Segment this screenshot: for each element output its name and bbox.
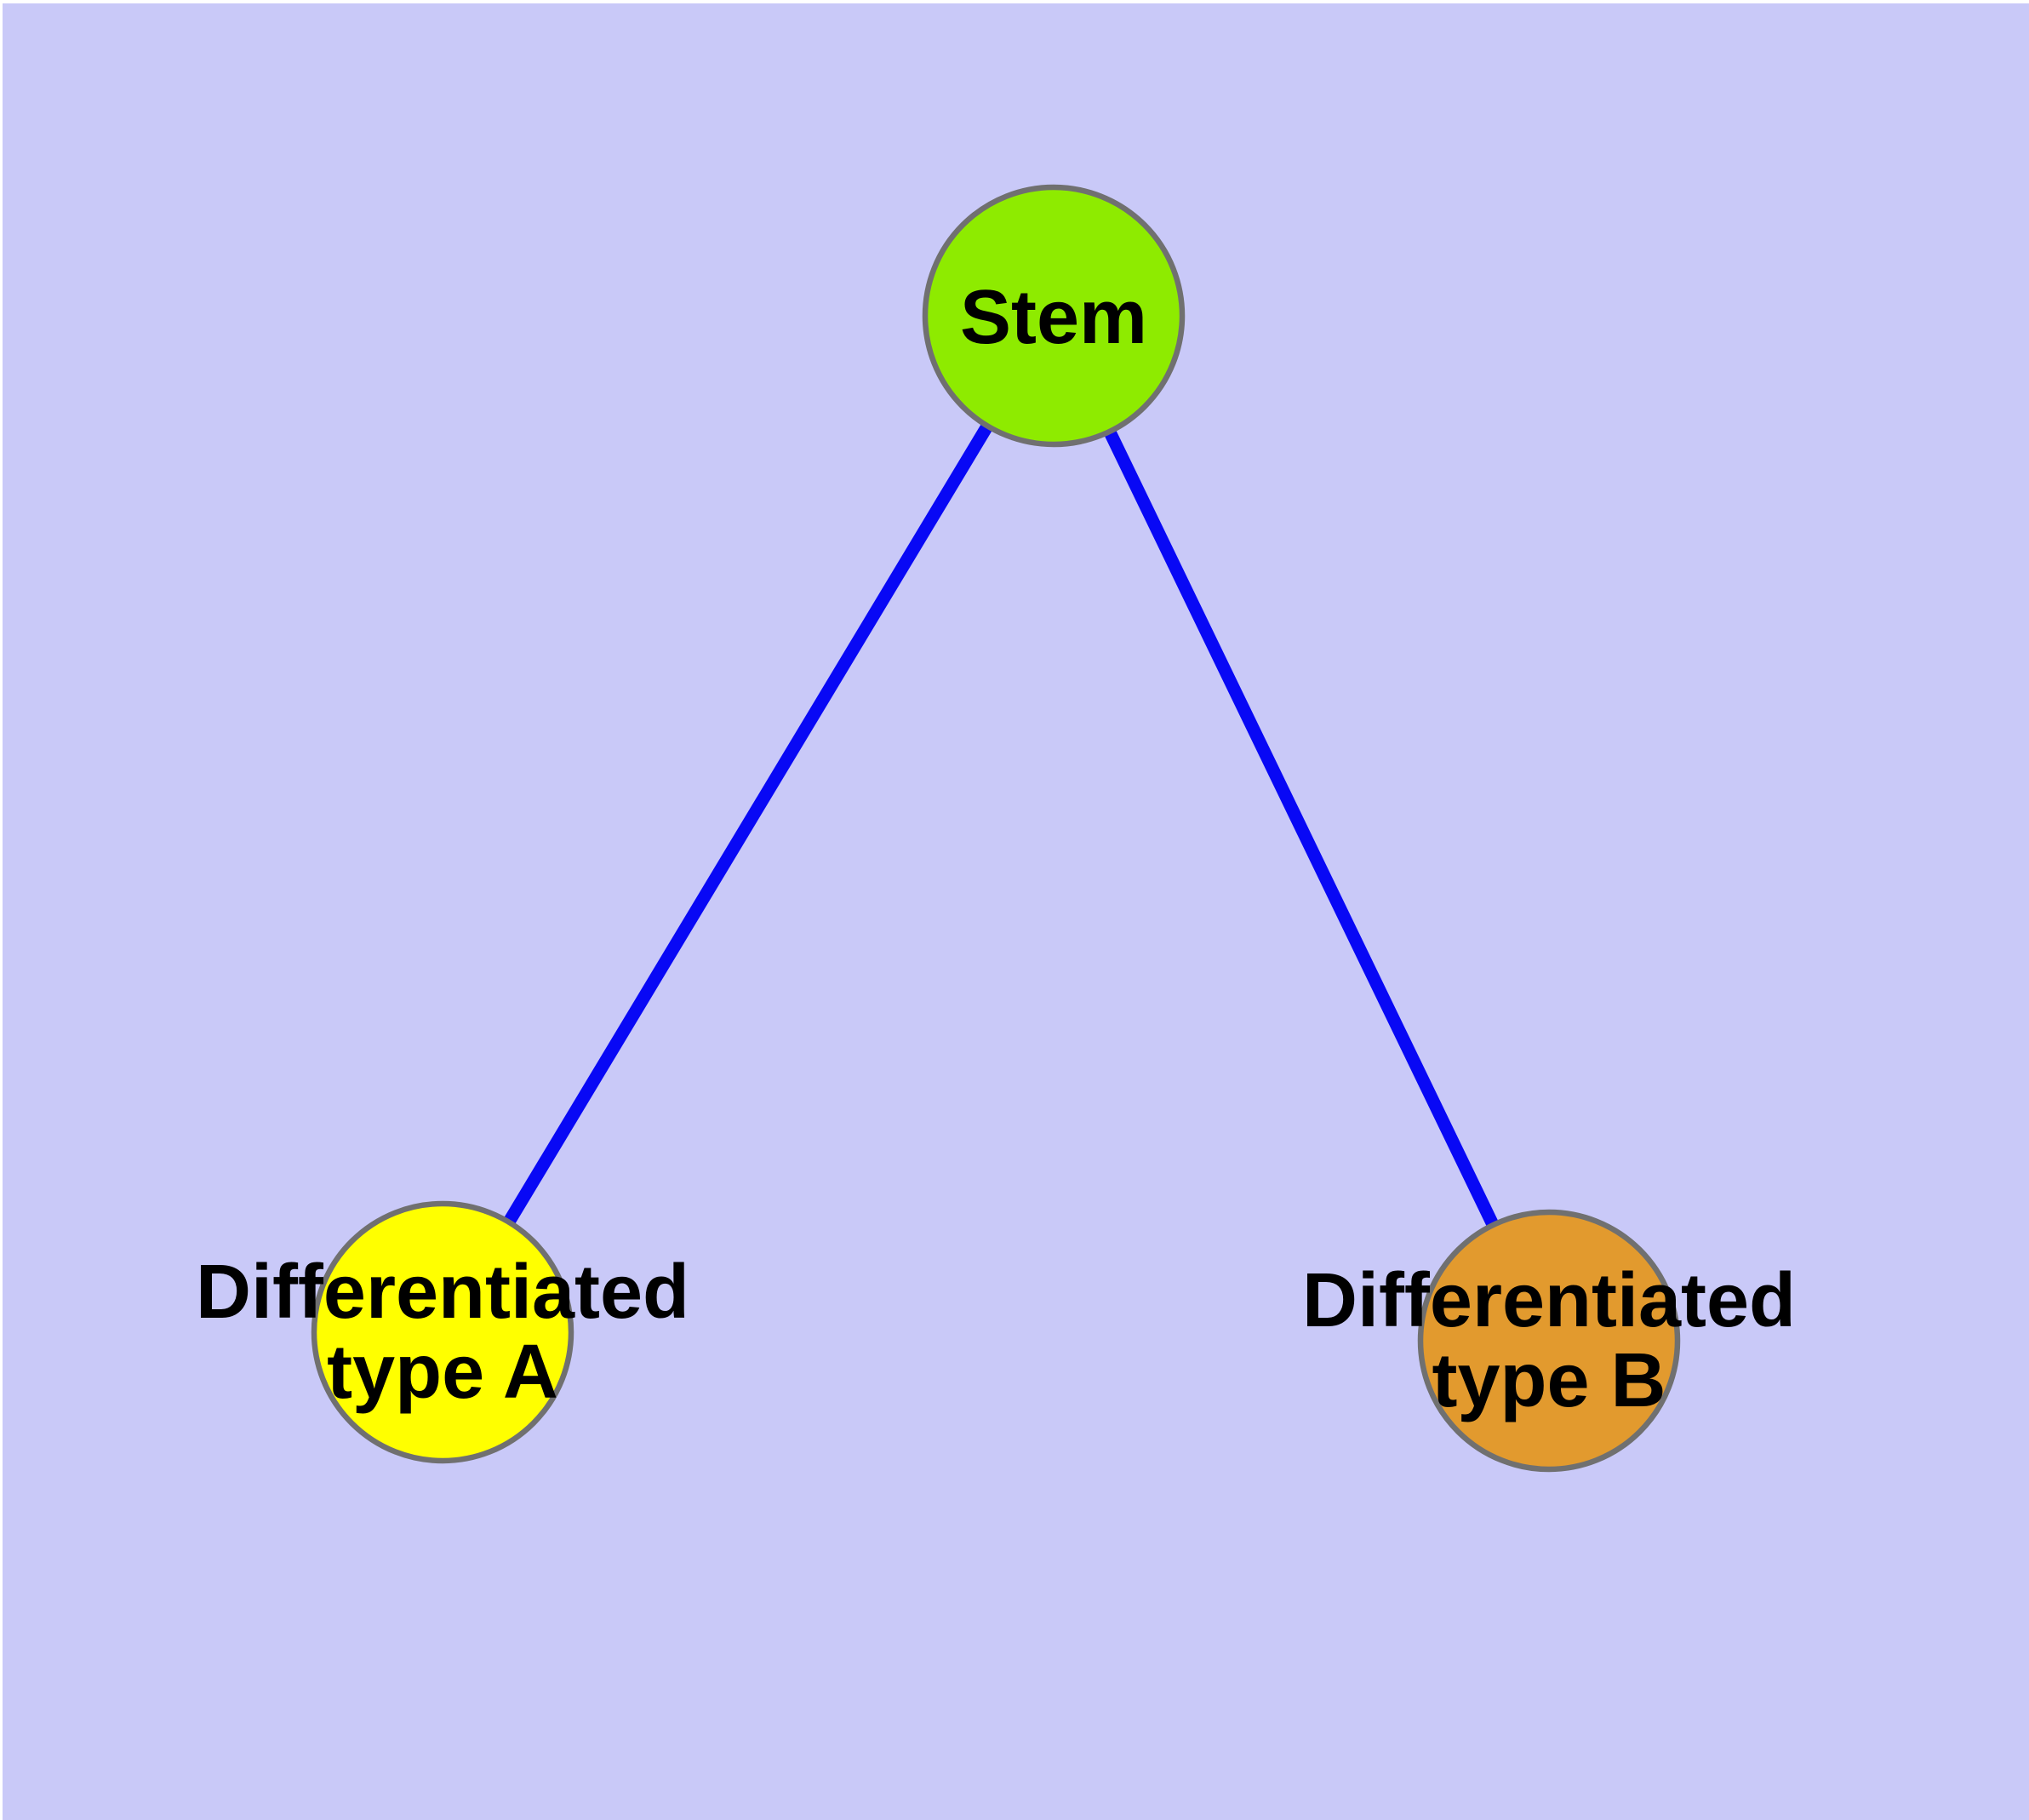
node-differentiated-type-a: Differentiated type A — [196, 1200, 689, 1464]
stem-label: Stem — [960, 275, 1147, 360]
type-b-label-line1: Differentiated — [1302, 1258, 1796, 1343]
type-a-label-line2: type A — [327, 1330, 558, 1415]
stem-circle — [922, 184, 1186, 448]
node-stem: Stem — [922, 184, 1186, 448]
type-b-circle — [1417, 1209, 1681, 1473]
edge-stem-to-type-a — [437, 312, 1060, 1336]
type-a-label-line1: Differentiated — [196, 1250, 689, 1335]
type-b-label-line2: type B — [1432, 1338, 1666, 1423]
type-a-circle — [311, 1200, 574, 1464]
node-differentiated-type-b: Differentiated type B — [1302, 1209, 1796, 1473]
edge-stem-to-type-b — [1048, 312, 1555, 1344]
